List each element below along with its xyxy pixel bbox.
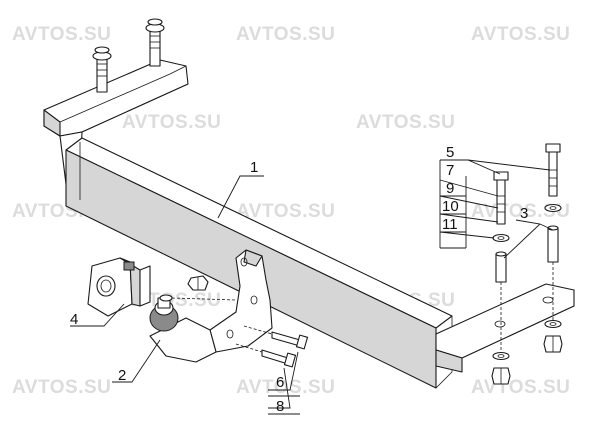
watermark: AVTOS.SU <box>356 112 455 133</box>
callout-2: 2 <box>118 367 126 384</box>
right-mounting-bracket <box>435 283 575 373</box>
callout-3: 3 <box>520 205 528 222</box>
watermark: AVTOS.SU <box>236 24 335 45</box>
callout-11: 11 <box>442 216 458 233</box>
watermark: AVTOS.SU <box>122 112 221 133</box>
callout-numbers: 1 2 3 4 5 6 7 8 9 10 11 <box>70 144 528 415</box>
ball-hardware <box>159 275 237 302</box>
watermark: AVTOS.SU <box>236 201 335 222</box>
callout-8: 8 <box>276 398 284 415</box>
tow-ball <box>149 297 179 332</box>
callout-7: 7 <box>446 162 454 179</box>
callout-5: 5 <box>446 144 454 161</box>
watermark: AVTOS.SU <box>236 377 335 398</box>
bracket-stud-right <box>145 18 165 67</box>
callout-1: 1 <box>250 159 258 176</box>
bracket-stud-left <box>92 46 112 93</box>
callout-10: 10 <box>442 198 459 215</box>
callout-4: 4 <box>70 311 78 328</box>
callout-9: 9 <box>446 180 454 197</box>
watermark: AVTOS.SU <box>12 24 111 45</box>
lower-bolts <box>235 325 309 368</box>
watermark: AVTOS.SU <box>471 24 570 45</box>
callout-6: 6 <box>276 374 284 391</box>
socket-plate <box>87 257 151 317</box>
callout-leaders <box>70 159 554 415</box>
watermark: AVTOS.SU <box>12 377 111 398</box>
right-hardware-stack <box>491 143 563 385</box>
watermark: AVTOS.SU <box>471 201 570 222</box>
watermark: AVTOS.SU <box>471 377 570 398</box>
